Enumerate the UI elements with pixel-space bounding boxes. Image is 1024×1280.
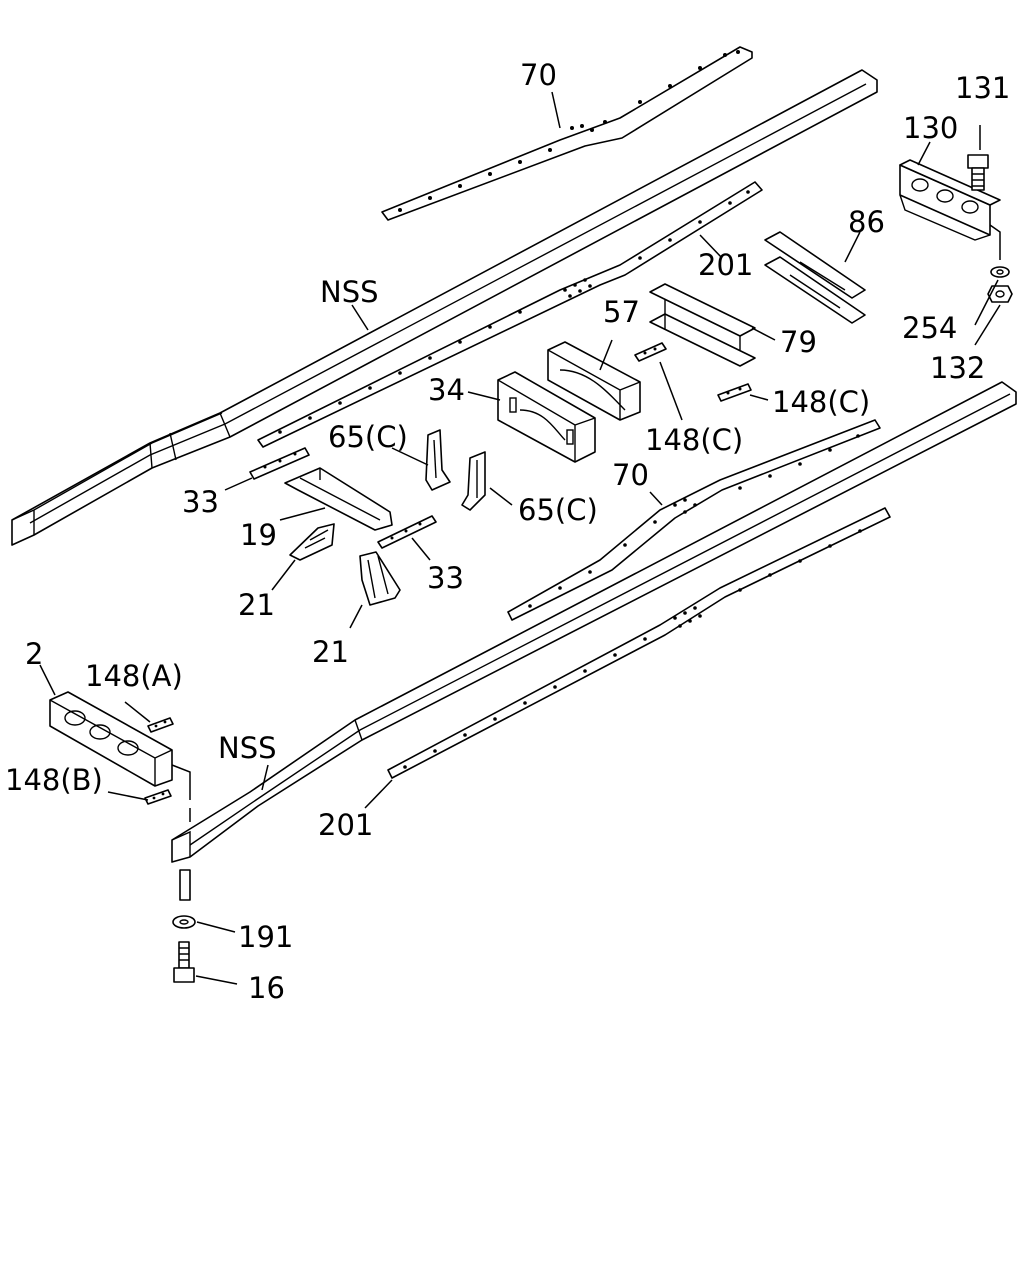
washer-254	[990, 266, 1010, 278]
label-70-mid: 70	[612, 458, 649, 492]
bracket-21-left	[289, 523, 335, 561]
leader-lines	[39, 91, 1001, 985]
bolt-131	[967, 154, 989, 191]
strip-33-mid	[377, 515, 437, 549]
bolt-16	[173, 941, 195, 983]
bracket-21-low	[359, 551, 401, 606]
cross-member-19	[284, 467, 393, 531]
label-79: 79	[780, 325, 817, 359]
cross-member-34	[497, 371, 596, 463]
bracket-65c-left	[425, 429, 451, 491]
label-33-mid: 33	[427, 561, 464, 595]
frame-rail-upper	[11, 69, 878, 546]
label-130: 130	[903, 111, 958, 145]
label-131: 131	[955, 71, 1010, 105]
label-21-low: 21	[312, 635, 349, 669]
plate-148c-right	[717, 383, 752, 402]
label-16: 16	[248, 971, 285, 1005]
label-148c-right: 148(C)	[772, 385, 870, 419]
callout-labels: 70 131 130 86 201 NSS 57 79 254 132 34 1…	[5, 58, 1010, 1005]
label-148a: 148(A)	[85, 659, 183, 693]
bracket-65c-right	[461, 451, 486, 511]
label-34: 34	[428, 373, 465, 407]
label-191: 191	[238, 920, 293, 954]
label-70-top: 70	[520, 58, 557, 92]
plate-148b	[144, 789, 172, 805]
bracket-79	[649, 283, 756, 367]
label-21-left: 21	[238, 588, 275, 622]
label-86: 86	[848, 205, 885, 239]
nut-132	[987, 285, 1013, 303]
label-nss-top: NSS	[320, 275, 379, 309]
label-65c-left: 65(C)	[328, 420, 408, 454]
reinforcement-plate-70-mid	[507, 419, 881, 621]
bracket-2	[49, 691, 191, 822]
strip-33-left	[249, 447, 310, 480]
plate-148a	[147, 717, 174, 733]
label-19: 19	[240, 518, 277, 552]
washer-191	[172, 915, 196, 929]
cross-member-57	[547, 341, 641, 421]
label-132: 132	[930, 351, 985, 385]
frame-rail-lower	[171, 381, 1017, 863]
bracket-86	[764, 231, 866, 324]
label-nss-low: NSS	[218, 731, 277, 765]
label-148c-mid: 148(C)	[645, 423, 743, 457]
plate-148c-mid	[634, 342, 667, 362]
label-65c-right: 65(C)	[518, 493, 598, 527]
cross-member-130	[899, 159, 1001, 260]
label-254: 254	[902, 311, 957, 345]
label-2: 2	[25, 637, 43, 671]
label-33-left: 33	[182, 485, 219, 519]
label-148b: 148(B)	[5, 763, 103, 797]
frame-liner-201-top	[257, 181, 763, 448]
label-57: 57	[603, 295, 640, 329]
label-201-top: 201	[698, 248, 753, 282]
frame-liner-201-low	[387, 507, 891, 779]
reinforcement-plate-70-top	[381, 46, 753, 221]
spacer-tube	[179, 869, 191, 901]
label-201-low: 201	[318, 808, 373, 842]
